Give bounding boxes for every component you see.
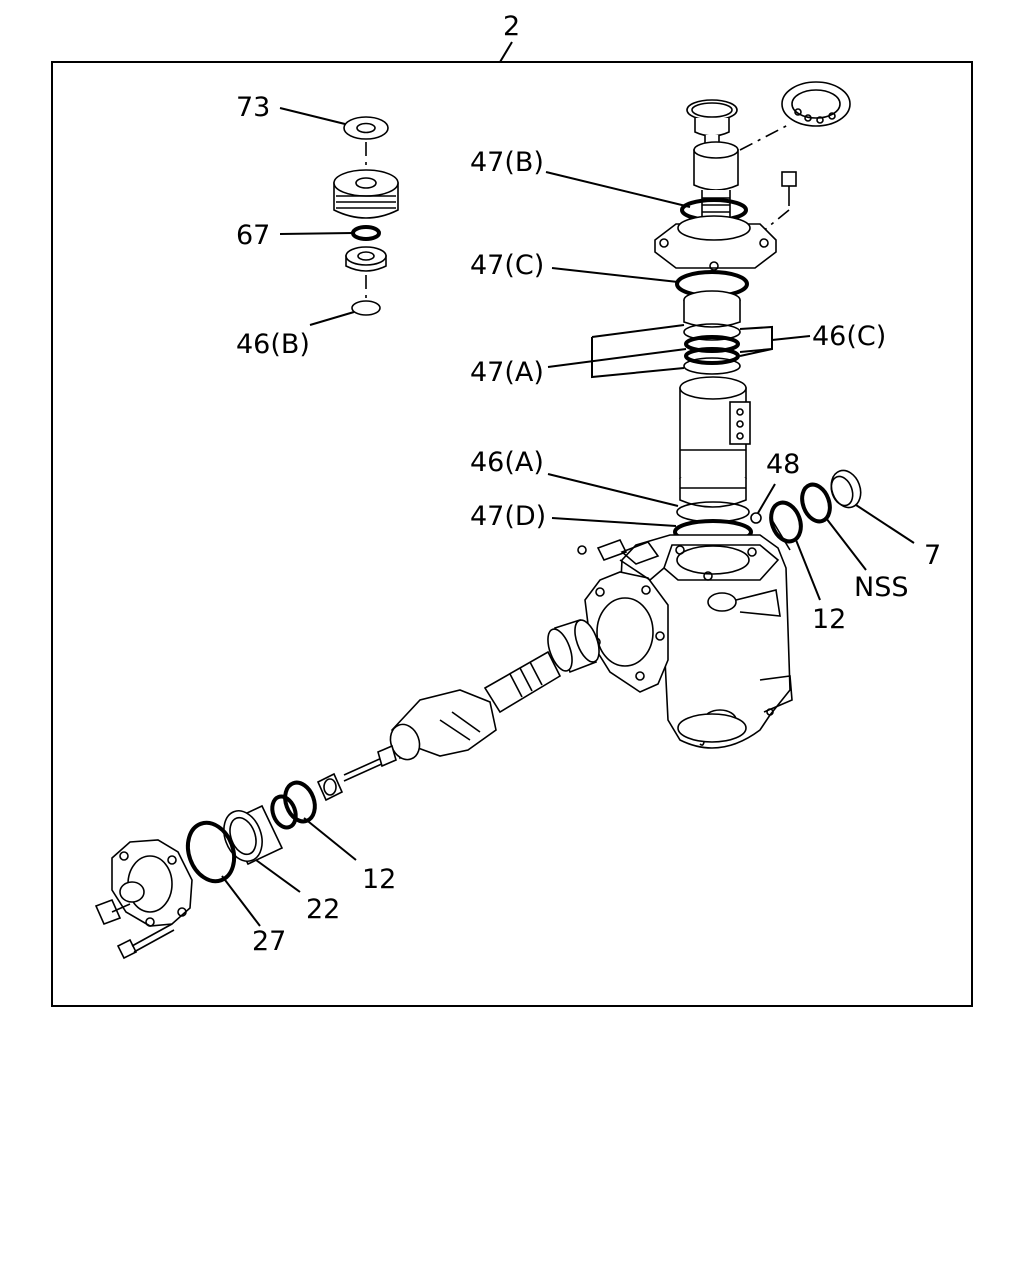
seal-12-lower — [283, 780, 317, 824]
callout-7: 7 — [924, 540, 941, 571]
assembly-number-label: 2 — [503, 11, 520, 42]
sector-shaft-assembly — [94, 619, 600, 960]
callout-22: 22 — [306, 894, 340, 925]
diagram-frame — [51, 61, 973, 1007]
ring-48 — [750, 512, 762, 524]
callout-46b: 46(B) — [236, 329, 310, 360]
callout-67: 67 — [236, 220, 270, 251]
callout-12-right: 12 — [812, 604, 846, 635]
o-ring-46b — [351, 300, 381, 316]
callout-47d: 47(D) — [470, 501, 546, 532]
callout-46c: 46(C) — [812, 321, 886, 352]
seal-12-right — [769, 500, 803, 544]
seal-nss — [800, 482, 832, 524]
callout-47c: 47(C) — [470, 250, 544, 281]
callout-nss: NSS — [854, 572, 908, 603]
callout-47a: 47(A) — [470, 357, 544, 388]
valve-tower — [654, 81, 851, 545]
plug-cap-assembly — [333, 116, 399, 316]
side-seals — [769, 469, 862, 551]
callout-73: 73 — [236, 92, 270, 123]
callout-27: 27 — [252, 926, 286, 957]
callout-46a: 46(A) — [470, 447, 544, 478]
callout-47b: 47(B) — [470, 147, 544, 178]
callout-12-lower: 12 — [362, 864, 396, 895]
callout-48: 48 — [766, 449, 800, 480]
o-ring-27 — [185, 820, 237, 884]
ring-67 — [351, 225, 381, 241]
gear-housing — [577, 534, 793, 749]
